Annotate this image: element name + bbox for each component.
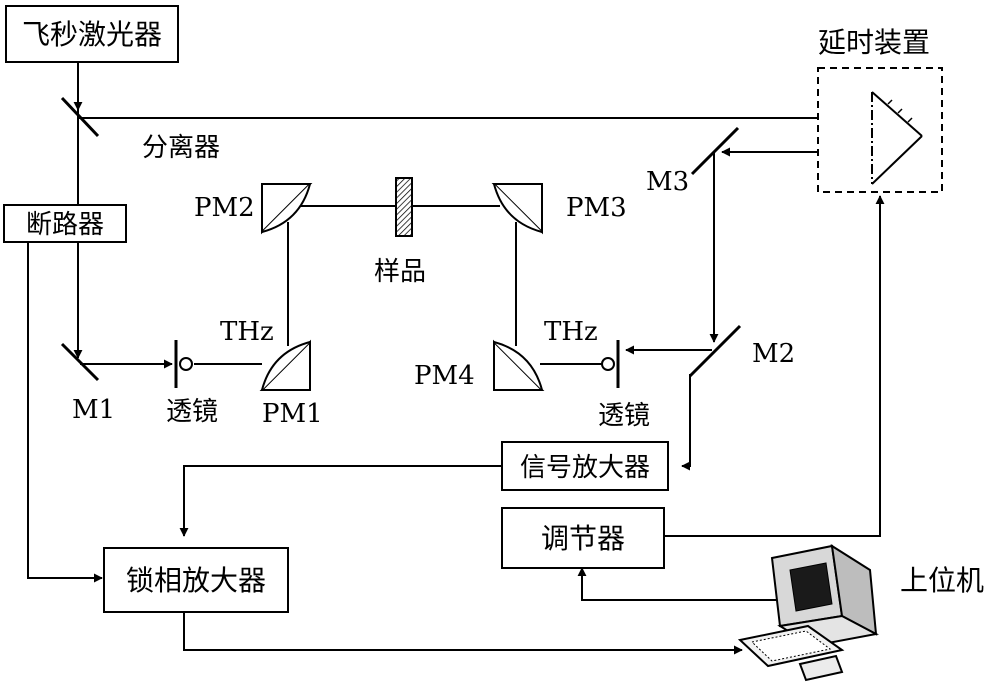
wire-lockin-to-computer [183, 612, 743, 655]
sample-label: 样品 [374, 257, 426, 287]
pm1-label: PM1 [262, 399, 323, 429]
retroreflector-icon [871, 91, 923, 185]
signal-amp-box [501, 441, 669, 491]
thz-left-label: THz [220, 317, 274, 347]
delay-label: 延时装置 [818, 26, 930, 59]
delay-stage-box [817, 67, 943, 193]
lens-left-label: 透镜 [166, 397, 218, 427]
m1-label: M1 [72, 395, 115, 425]
pm3-label: PM3 [566, 193, 627, 223]
wire-chopper-to-lockin [27, 242, 103, 583]
computer-icon [737, 543, 879, 682]
laser-box [5, 5, 179, 63]
pm3-mirror [491, 183, 543, 235]
pm2-label: PM2 [194, 193, 255, 223]
lockin-box [103, 547, 289, 613]
thz-right-label: THz [544, 317, 598, 347]
sample-plate [395, 177, 413, 237]
m1-mirror [60, 342, 100, 382]
pm1-mirror [259, 339, 311, 391]
wire-computer-to-regulator [577, 567, 778, 601]
signal-amp-label: 信号放大器 [520, 453, 650, 483]
wire-detector-to-signal-amp [681, 374, 691, 471]
beam-paths [27, 62, 885, 655]
pm2-mirror [261, 183, 313, 235]
pm4-mirror [493, 339, 545, 391]
splitter-label: 分离器 [142, 133, 220, 163]
chopper-box [3, 204, 127, 243]
lockin-label: 锁相放大器 [126, 564, 266, 597]
lens-right-label: 透镜 [598, 401, 650, 431]
chopper-label: 断路器 [26, 210, 104, 240]
m2-label: M2 [752, 339, 795, 369]
regulator-box [501, 507, 665, 569]
wire-regulator-to-delay [664, 195, 885, 537]
splitter-mirror [60, 96, 100, 138]
pm4-label: PM4 [414, 361, 475, 391]
lens-right [601, 340, 620, 388]
laser-label: 飞秒激光器 [22, 18, 162, 51]
regulator-label: 调节器 [541, 522, 625, 555]
host-label: 上位机 [900, 564, 984, 597]
wire-signal-amp-to-lockin [179, 465, 502, 537]
m2-mirror [688, 324, 742, 378]
m3-mirror [690, 126, 740, 176]
lens-left [174, 340, 193, 388]
m3-label: M3 [646, 167, 689, 197]
